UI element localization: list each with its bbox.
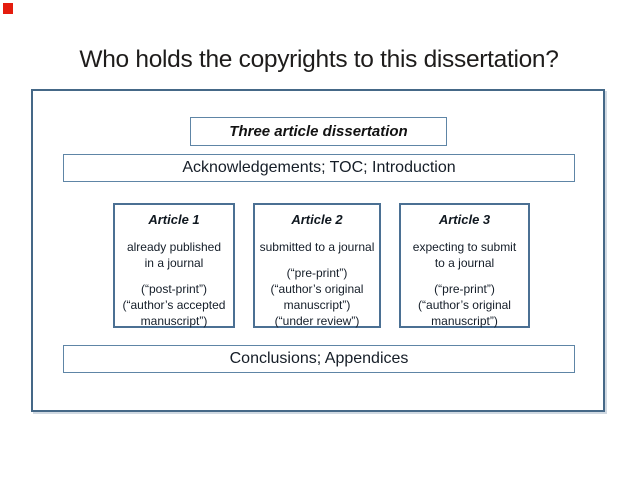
article-text-line: (“pre-print”) xyxy=(286,266,348,280)
article-3-details: expecting to submit to a journal (“pre-pri… xyxy=(401,229,528,329)
article-text-line: (“post-print”) xyxy=(140,282,207,296)
red-square-marker xyxy=(3,3,13,14)
article-text-line: in a journal xyxy=(144,256,204,270)
article-text-line xyxy=(401,271,528,281)
article-text-line: (“under review”) xyxy=(274,314,360,328)
article-text-line: (“author’s original xyxy=(270,282,364,296)
article-1-box: Article 1 already published in a journal (… xyxy=(113,203,235,328)
article-text-line xyxy=(401,229,528,239)
article-text-line: (“pre-print”) xyxy=(434,282,495,296)
article-2-details: submitted to a journal (“pre-print”) (“aut… xyxy=(255,229,379,329)
article-text-line: to a journal xyxy=(434,256,495,270)
article-text-line xyxy=(255,255,379,265)
dissertation-structure-box: Three article dissertation Acknowledgeme… xyxy=(31,89,605,412)
article-1-title: Article 1 xyxy=(148,212,200,227)
article-text-line: already published xyxy=(126,240,222,254)
outro-bar: Conclusions; Appendices xyxy=(63,345,575,373)
article-3-title: Article 3 xyxy=(438,212,491,227)
article-text-line: manuscript”) xyxy=(431,314,498,328)
article-text-line: submitted to a journal xyxy=(259,240,375,254)
article-text-line: (“author’s accepted xyxy=(122,298,226,312)
article-2-title: Article 2 xyxy=(291,212,343,227)
article-text-line: manuscript”) xyxy=(140,314,208,328)
article-text-line: expecting to submit xyxy=(412,240,517,254)
article-text-line: manuscript”) xyxy=(283,298,351,312)
article-1-details: already published in a journal (“post-prin… xyxy=(115,229,233,329)
article-text-line xyxy=(115,271,233,281)
article-text-line xyxy=(255,229,379,239)
slide-title: Who holds the copyrights to this dissert… xyxy=(79,46,559,73)
article-text-line: (“author’s original xyxy=(418,298,511,312)
article-3-box: Article 3 expecting to submit to a journa… xyxy=(399,203,530,328)
article-text-line xyxy=(115,229,233,239)
intro-bar: Acknowledgements; TOC; Introduction xyxy=(63,154,575,182)
article-2-box: Article 2 submitted to a journal (“pre-pr… xyxy=(253,203,381,328)
three-article-dissertation-box: Three article dissertation xyxy=(190,117,447,146)
